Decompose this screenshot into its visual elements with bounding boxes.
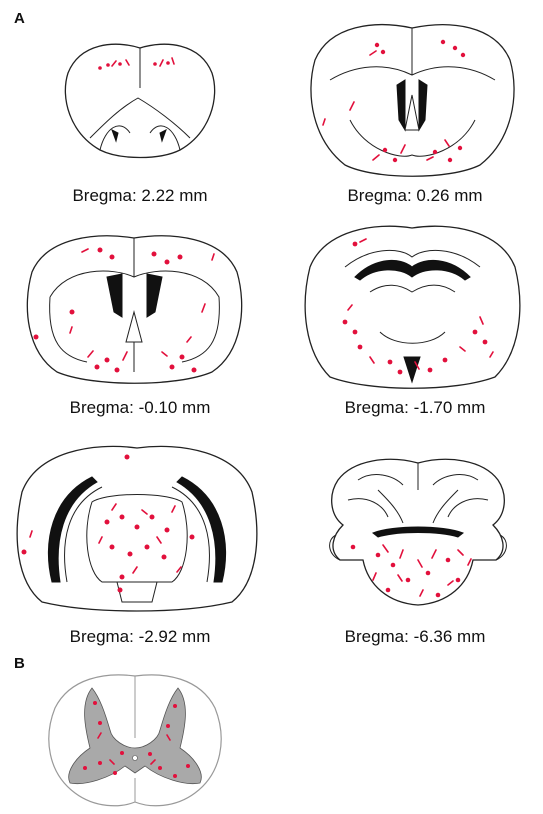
section-caption-5: Bregma: -2.92 mm — [25, 627, 255, 647]
brain-section-bregma-minus-6-36 — [318, 455, 518, 610]
section-caption-6: Bregma: -6.36 mm — [300, 627, 530, 647]
brain-section-bregma-minus-2-92 — [12, 442, 262, 612]
panel-label-a: A — [14, 10, 25, 27]
brain-section-bregma-minus-1-70 — [300, 222, 525, 392]
spinal-cord-section — [40, 668, 230, 813]
section-caption-1: Bregma: 2.22 mm — [25, 186, 255, 206]
brain-section-bregma-2-22 — [60, 38, 220, 168]
section-caption-2: Bregma: 0.26 mm — [300, 186, 530, 206]
brain-section-bregma-minus-0-10 — [22, 232, 247, 387]
brain-section-bregma-0-26 — [305, 20, 520, 180]
section-caption-4: Bregma: -1.70 mm — [300, 398, 530, 418]
panel-label-b: B — [14, 655, 25, 672]
section-caption-3: Bregma: -0.10 mm — [25, 398, 255, 418]
